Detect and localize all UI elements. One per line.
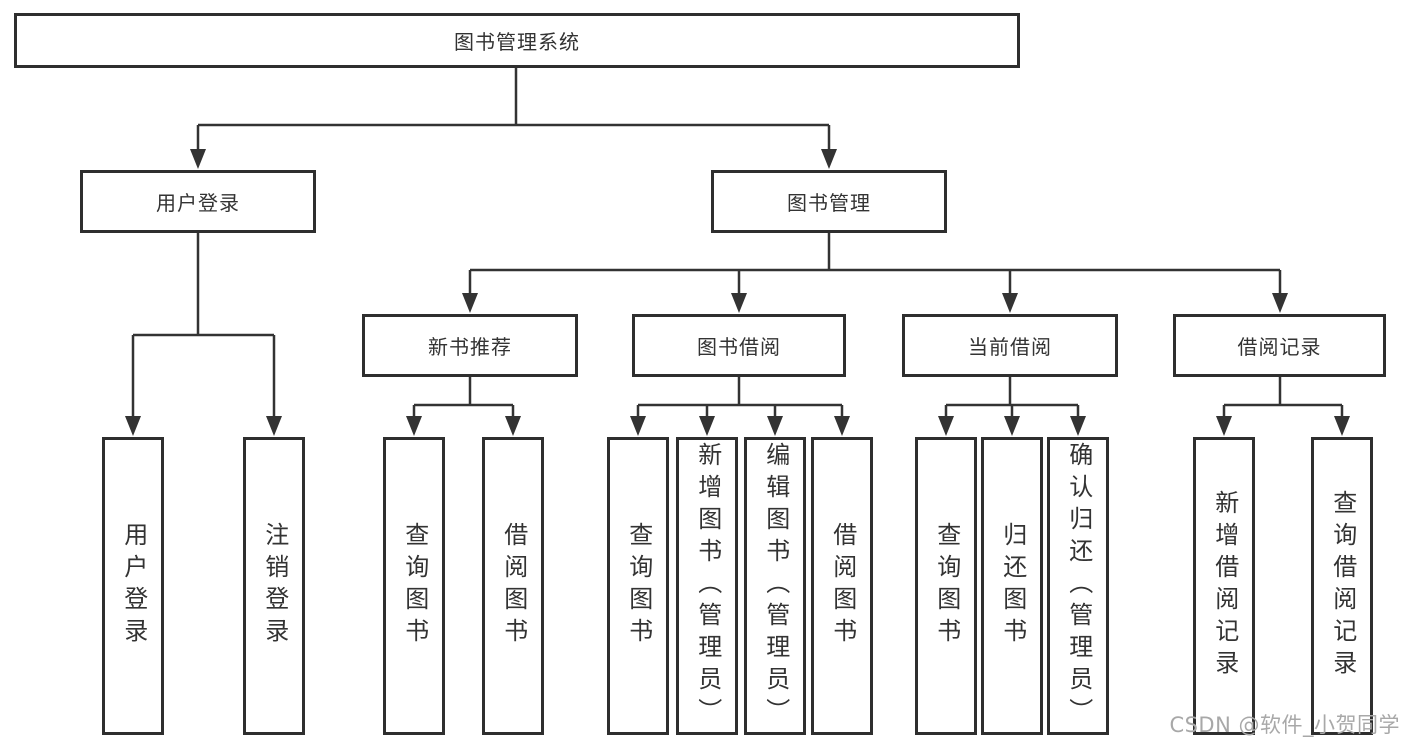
node-current-borrow: 当前借阅: [902, 314, 1118, 377]
node-label: 借阅图书: [828, 522, 857, 650]
node-label: 新增借阅记录: [1210, 490, 1239, 682]
node-label: 用户登录: [156, 191, 240, 215]
node-label: 注销登录: [260, 522, 289, 650]
node-book-borrow: 图书借阅: [632, 314, 846, 377]
leaf-borrow-books: 借阅图书: [811, 437, 873, 735]
node-label: 新增图书（管理员）: [693, 442, 722, 730]
node-label: 图书借阅: [697, 335, 781, 359]
leaf-user-login: 用户登录: [102, 437, 164, 735]
leaf-logout: 注销登录: [243, 437, 305, 735]
node-label: 借阅记录: [1237, 335, 1322, 359]
node-label: 借阅图书: [499, 522, 528, 650]
node-label: 确认归还（管理员）: [1064, 442, 1093, 730]
leaf-query-books-borrow: 查询图书: [607, 437, 669, 735]
leaf-confirm-return-admin: 确认归还（管理员）: [1047, 437, 1109, 735]
leaf-query-books-current: 查询图书: [915, 437, 977, 735]
node-label: 查询借阅记录: [1328, 490, 1357, 682]
node-user-login: 用户登录: [80, 170, 316, 233]
leaf-return-books: 归还图书: [981, 437, 1043, 735]
node-label: 当前借阅: [968, 335, 1052, 359]
node-label: 查询图书: [932, 522, 961, 650]
node-label: 查询图书: [624, 522, 653, 650]
node-label: 用户登录: [119, 522, 148, 650]
leaf-edit-books-admin: 编辑图书（管理员）: [744, 437, 806, 735]
leaf-borrow-books-recommend: 借阅图书: [482, 437, 544, 735]
watermark-text: CSDN @软件_小贺同学: [1169, 713, 1400, 737]
node-label: 图书管理系统: [454, 30, 580, 54]
node-library-management-system: 图书管理系统: [14, 13, 1020, 68]
node-label: 图书管理: [787, 191, 871, 215]
node-book-management: 图书管理: [711, 170, 947, 233]
leaf-query-borrow-record: 查询借阅记录: [1311, 437, 1373, 735]
leaf-query-books-recommend: 查询图书: [383, 437, 445, 735]
leaf-add-borrow-record: 新增借阅记录: [1193, 437, 1255, 735]
node-label: 编辑图书（管理员）: [761, 442, 790, 730]
node-label: 查询图书: [400, 522, 429, 650]
node-borrow-records: 借阅记录: [1173, 314, 1386, 377]
node-label: 归还图书: [998, 522, 1027, 650]
node-new-book-recommend: 新书推荐: [362, 314, 578, 377]
leaf-add-books-admin: 新增图书（管理员）: [676, 437, 738, 735]
node-label: 新书推荐: [428, 335, 512, 359]
